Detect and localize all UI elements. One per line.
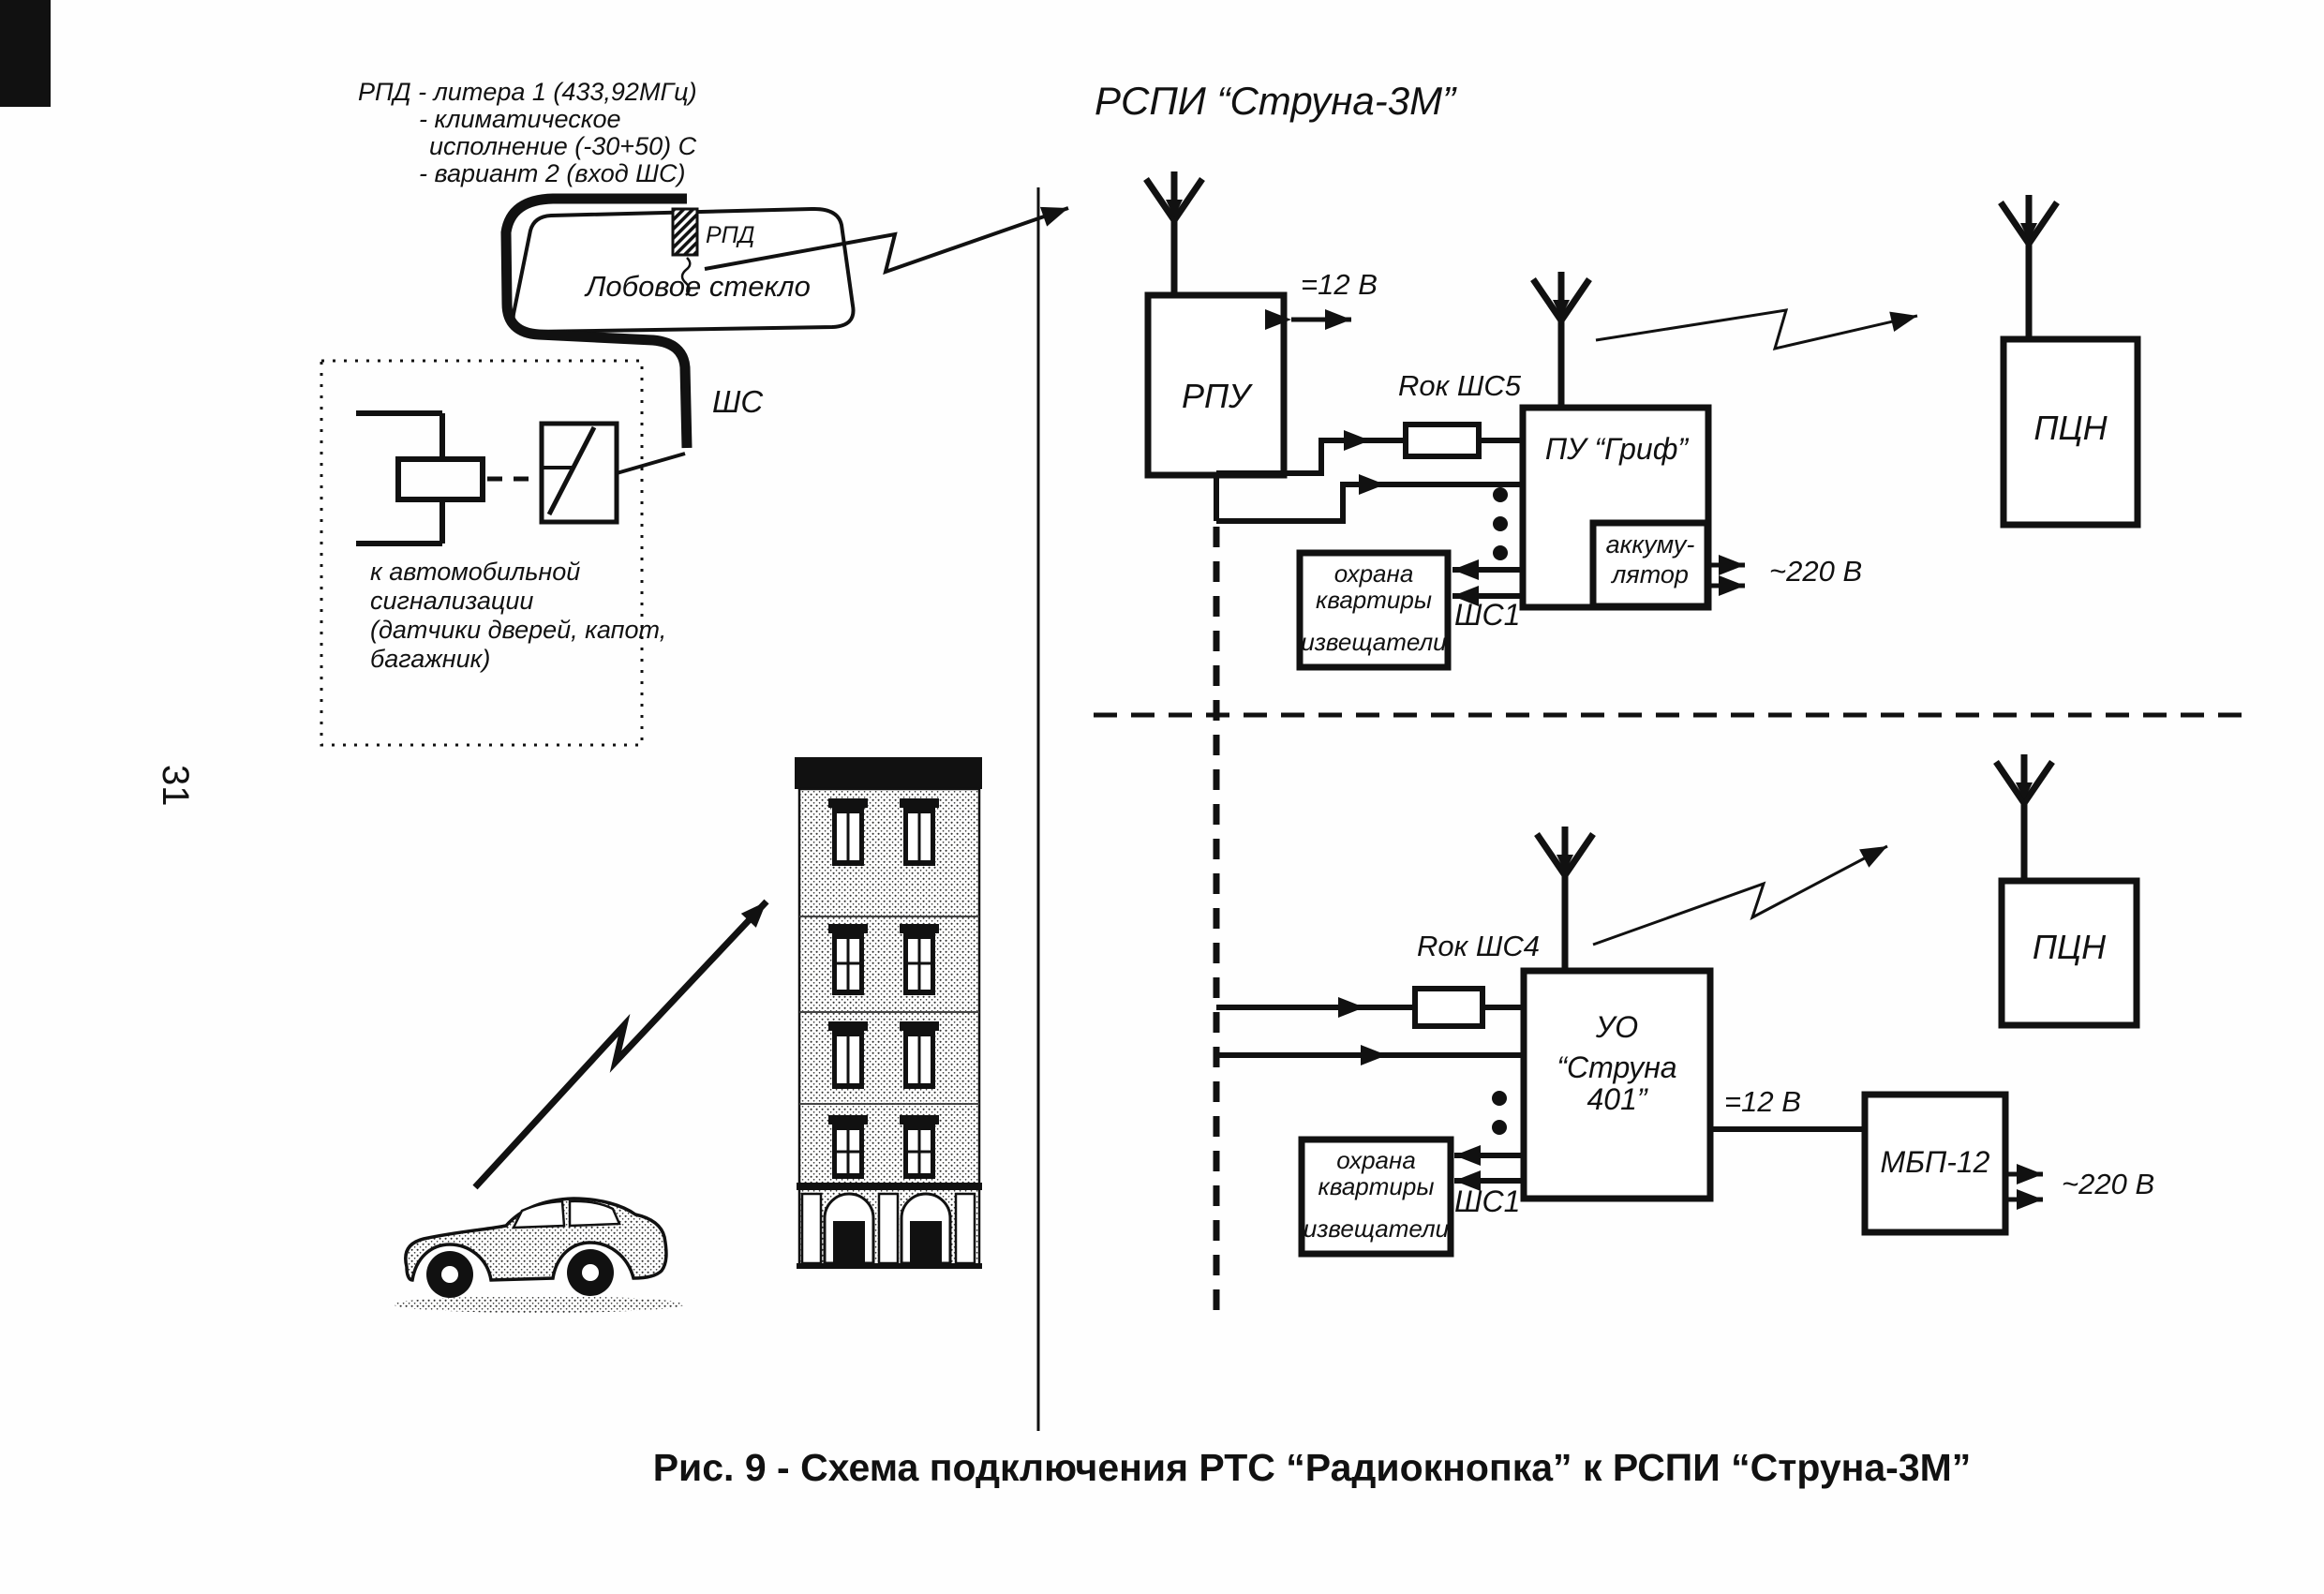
guard-top-line3: извещатели bbox=[1301, 628, 1447, 656]
building-entrance bbox=[800, 1192, 976, 1265]
pu-grif-block bbox=[1519, 272, 1712, 611]
shs-cable bbox=[500, 193, 693, 449]
pu-antenna-icon bbox=[1533, 272, 1589, 320]
resistor-shs4-label: Rок ШС4 bbox=[1417, 930, 1541, 962]
resistor-shs5-label: Rок ШС5 bbox=[1398, 369, 1522, 402]
v220-bottom-label: ~220 В bbox=[2062, 1168, 2155, 1200]
resistor-shs4 bbox=[1412, 986, 1485, 1029]
pcn-bottom-label: ПЦН bbox=[2032, 928, 2107, 966]
pu-grif-label: ПУ “Гриф” bbox=[1544, 432, 1689, 466]
shs1-bottom-label: ШС1 bbox=[1454, 1184, 1521, 1218]
ellipsis-dots-top bbox=[1493, 487, 1508, 560]
windshield-label: Лобовое стекло bbox=[586, 270, 811, 303]
rpd-transmitter bbox=[671, 207, 699, 257]
v220-arrows-top bbox=[1708, 555, 1745, 596]
pcn-top-label: ПЦН bbox=[2034, 409, 2108, 447]
alarm-note-line3: (датчики дверей, капот, bbox=[370, 616, 667, 644]
mbp-block bbox=[1861, 1091, 2043, 1236]
radio-link-arrow-top bbox=[1595, 308, 1918, 351]
pcn-block-bottom bbox=[1996, 754, 2140, 1029]
v12-bottom-label: =12 В bbox=[1724, 1085, 1801, 1118]
relay-symbol bbox=[356, 410, 686, 546]
alarm-note-line2: сигнализации bbox=[370, 587, 534, 615]
annotation-line4: - вариант 2 (вход ШС) bbox=[419, 159, 686, 187]
shs1-top-label: ШС1 bbox=[1454, 598, 1521, 632]
rpd-label: РПД bbox=[706, 222, 755, 248]
annotation-line3: исполнение (-30+50) С bbox=[429, 132, 697, 160]
dotted-alarm-box bbox=[320, 359, 644, 747]
windshield bbox=[500, 193, 856, 449]
guard-bottom-line1: охрана bbox=[1336, 1146, 1416, 1174]
rpu-antenna-icon bbox=[1146, 171, 1202, 220]
uo-label-line1: УО bbox=[1595, 1010, 1639, 1044]
top-branch-wires bbox=[1214, 422, 1523, 524]
pcn-top-antenna-icon bbox=[2001, 195, 2057, 244]
alarm-note-line1: к автомобильной bbox=[370, 558, 581, 586]
radio-link-arrow-car bbox=[704, 206, 1069, 276]
battery-block bbox=[1589, 519, 1711, 610]
shs-label: ШС bbox=[712, 384, 764, 419]
rpu-block bbox=[1146, 171, 1288, 479]
resistor-shs5 bbox=[1403, 422, 1482, 459]
scan-corner-mark bbox=[0, 0, 51, 107]
uo-label-line2: “Струна 401” bbox=[1557, 1050, 1677, 1116]
building-windows bbox=[828, 798, 939, 1179]
annotation-line1: РПД - литера 1 (433,92МГц) bbox=[358, 78, 697, 106]
guard-bottom-line3: извещатели bbox=[1303, 1214, 1450, 1243]
pcn-bottom-antenna-icon bbox=[1996, 754, 2052, 803]
guard-bottom-line2: квартиры bbox=[1318, 1172, 1435, 1200]
mbp-label: МБП-12 bbox=[1880, 1145, 1990, 1179]
car-illustration bbox=[394, 1197, 684, 1313]
ellipsis-dots-bottom bbox=[1492, 1091, 1507, 1135]
pcn-block-top bbox=[2001, 195, 2141, 529]
page-number: 31 bbox=[155, 765, 196, 807]
battery-label-line1: аккуму- bbox=[1605, 530, 1695, 559]
guard-top-line2: квартиры bbox=[1316, 586, 1432, 614]
guard-box-top bbox=[1296, 549, 1523, 671]
guard-top-line1: охрана bbox=[1333, 559, 1414, 588]
system-title: РСПИ “Струна-3М” bbox=[1095, 79, 1456, 123]
annotation-line2: - климатическое bbox=[419, 105, 621, 133]
battery-label-line2: лятор bbox=[1612, 560, 1689, 588]
radio-link-arrow-building bbox=[472, 899, 769, 1190]
alarm-note-line4: багажник) bbox=[370, 645, 491, 673]
uo-block bbox=[1520, 827, 1714, 1202]
v220-top-label: ~220 В bbox=[1769, 555, 1863, 588]
guard-box-bottom bbox=[1298, 1136, 1524, 1258]
radio-link-arrow-bottom bbox=[1592, 844, 1888, 946]
bottom-branch-wires bbox=[1216, 986, 1524, 1065]
v12-top-label: =12 В bbox=[1301, 268, 1378, 301]
uo-antenna-icon bbox=[1537, 827, 1593, 875]
building-illustration bbox=[795, 757, 982, 1269]
rpu-label: РПУ bbox=[1181, 377, 1251, 415]
figure-caption: Рис. 9 - Схема подключения РТС “Радиокно… bbox=[652, 1446, 1972, 1489]
